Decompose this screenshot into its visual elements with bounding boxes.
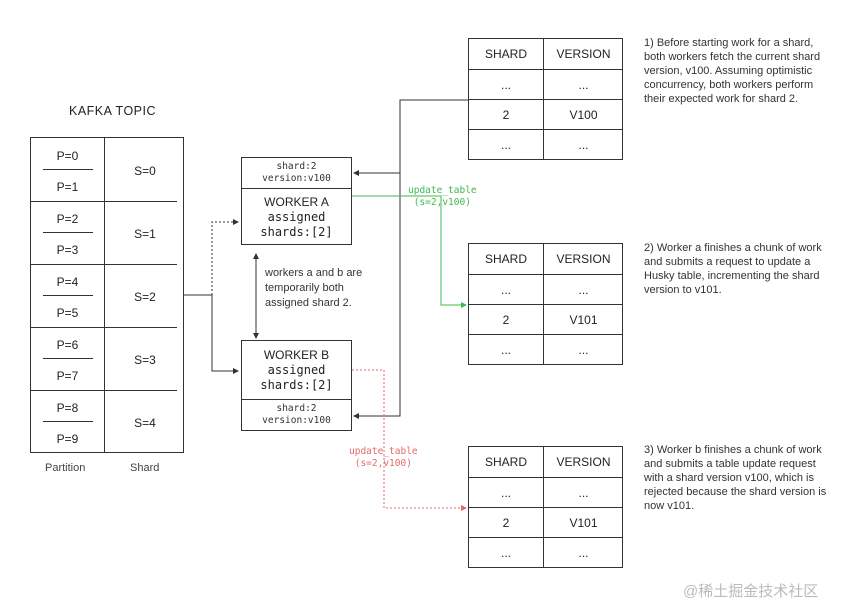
table-cell: ...	[469, 275, 544, 304]
worker-b-meta-shard: shard:2	[276, 403, 317, 414]
fetch-version-line	[353, 99, 468, 419]
table-row: ... ...	[469, 129, 622, 159]
table-cell: ...	[578, 137, 589, 152]
table-cell: ...	[469, 478, 544, 507]
shard-divider	[31, 264, 177, 265]
partition-label: P=7	[56, 369, 79, 383]
worker-b-name: WORKER B	[263, 348, 330, 362]
partition-label: P=1	[56, 180, 79, 194]
partition-label: P=9	[56, 432, 79, 446]
shard-label: S=3	[134, 353, 156, 367]
table-header-shard: SHARD	[469, 39, 544, 69]
shard-label: S=1	[134, 227, 156, 241]
table-header-version: VERSION	[556, 47, 611, 61]
worker-a-meta-shard: shard:2	[276, 161, 317, 172]
table-header-version: VERSION	[556, 455, 611, 469]
table-cell: 2	[469, 508, 544, 537]
update-label-line2: (s=2,v100)	[354, 458, 412, 469]
shard-label: S=2	[134, 290, 156, 304]
partition-label: P=6	[56, 338, 79, 352]
update-label-line2: (s=2,v100)	[413, 197, 471, 208]
worker-b-meta: shard:2 version:v100	[242, 400, 351, 430]
table-row: ... ...	[469, 537, 622, 567]
table-cell: ...	[578, 282, 589, 297]
topic-column-divider	[104, 138, 105, 452]
table-cell: ...	[578, 77, 589, 92]
table-cell: ...	[469, 538, 544, 567]
table-cell: ...	[469, 335, 544, 364]
table-cell: V100	[569, 107, 598, 122]
partition-divider	[43, 358, 93, 359]
watermark: @稀土掘金技术社区	[683, 583, 819, 600]
table-cell: ...	[469, 70, 544, 99]
worker-a-shards: shards:[2]	[260, 225, 333, 239]
table-cell: ...	[578, 485, 589, 500]
partition-divider	[43, 295, 93, 296]
worker-b-box: WORKER B assigned shards:[2] shard:2 ver…	[241, 340, 352, 431]
partition-label: P=2	[56, 212, 79, 226]
table-cell: V101	[569, 515, 598, 530]
step-note-3: 3) Worker b finishes a chunk of work and…	[644, 444, 827, 512]
table-row: ... ...	[469, 334, 622, 364]
table-row: ... ...	[469, 477, 622, 507]
table-header-shard: SHARD	[469, 244, 544, 274]
partition-label: P=0	[56, 149, 79, 163]
worker-a-meta-version: version:v100	[262, 173, 331, 184]
partition-divider	[43, 421, 93, 422]
overlap-note: workers a and b are temporarily both ass…	[265, 267, 363, 309]
table-cell: ...	[578, 545, 589, 560]
table-header-version: VERSION	[556, 252, 611, 266]
update-label-line1: update_table	[408, 185, 477, 196]
partition-caption: Partition	[45, 462, 86, 474]
shard-divider	[31, 327, 177, 328]
shard-to-worker-a-line	[184, 219, 239, 296]
table-cell: ...	[578, 342, 589, 357]
step-note-1: 1) Before starting work for a shard, bot…	[644, 37, 821, 105]
partition-label: P=8	[56, 401, 79, 415]
worker-a-box: shard:2 version:v100 WORKER A assigned s…	[241, 157, 352, 245]
kafka-topic-title: KAFKA TOPIC	[69, 104, 157, 118]
worker-b-assigned: assigned	[267, 363, 326, 377]
table-cell: V101	[569, 312, 598, 327]
table-cell: 2	[469, 100, 544, 129]
partition-label: P=4	[56, 275, 79, 289]
step-note-2: 2) Worker a finishes a chunk of work and…	[644, 242, 822, 296]
worker-a-update-label: update_table (s=2,v100)	[408, 185, 477, 209]
table-cell: 2	[469, 305, 544, 334]
worker-a-meta: shard:2 version:v100	[242, 158, 351, 189]
version-table-1: SHARD VERSION ... ... 2 V100 ... ...	[468, 38, 623, 160]
kafka-topic-box: P=0 P=1 P=2 P=3 P=4 P=5 P=6 P=7 P=8 P=9 …	[30, 137, 184, 453]
version-table-2: SHARD VERSION ... ... 2 V101 ... ...	[468, 243, 623, 365]
shard-label: S=0	[134, 164, 156, 178]
worker-b-meta-version: version:v100	[262, 415, 331, 426]
table-row: 2 V101	[469, 304, 622, 334]
shard-caption: Shard	[130, 462, 160, 474]
worker-b-update-line	[352, 369, 467, 511]
worker-b-shards: shards:[2]	[260, 378, 333, 392]
table-header-row: SHARD VERSION	[469, 39, 622, 69]
update-label-line1: update_table	[349, 446, 418, 457]
worker-a-assigned: assigned	[267, 210, 326, 224]
worker-b-update-label: update_table (s=2,v100)	[349, 446, 418, 470]
worker-a-update-line	[352, 195, 467, 308]
table-header-shard: SHARD	[469, 447, 544, 477]
table-row: 2 V101	[469, 507, 622, 537]
table-row: 2 V100	[469, 99, 622, 129]
partition-divider	[43, 169, 93, 170]
table-header-row: SHARD VERSION	[469, 244, 622, 274]
shard-divider	[31, 201, 177, 202]
table-row: ... ...	[469, 69, 622, 99]
partition-label: P=5	[56, 306, 79, 320]
partition-label: P=3	[56, 243, 79, 257]
partition-divider	[43, 232, 93, 233]
table-header-row: SHARD VERSION	[469, 447, 622, 477]
shard-to-worker-b-line	[184, 294, 239, 374]
shard-label: S=4	[134, 416, 156, 430]
table-row: ... ...	[469, 274, 622, 304]
table-cell: ...	[469, 130, 544, 159]
worker-a-name: WORKER A	[264, 195, 329, 209]
version-table-3: SHARD VERSION ... ... 2 V101 ... ...	[468, 446, 623, 568]
shard-divider	[31, 390, 177, 391]
